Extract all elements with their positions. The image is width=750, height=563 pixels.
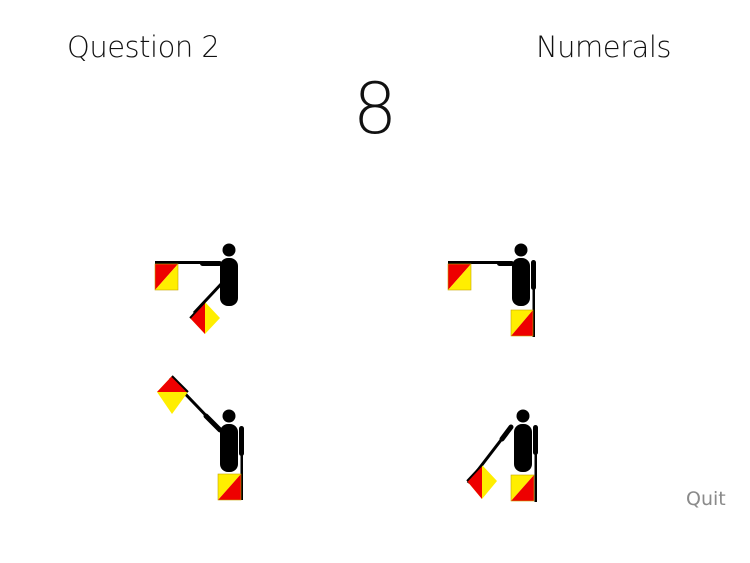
semaphore-figure-icon bbox=[466, 409, 538, 502]
category-label: Numerals bbox=[535, 30, 672, 64]
semaphore-choice-2[interactable] bbox=[445, 240, 545, 340]
target-character: 8 bbox=[352, 68, 398, 150]
semaphore-figure-icon bbox=[447, 243, 536, 337]
quit-button[interactable]: Quit bbox=[686, 488, 726, 510]
semaphore-figure-icon bbox=[154, 243, 238, 334]
semaphore-choice-1[interactable] bbox=[150, 240, 250, 340]
semaphore-choice-3[interactable] bbox=[150, 372, 250, 502]
question-label: Question 2 bbox=[67, 30, 220, 64]
semaphore-choice-4[interactable] bbox=[455, 405, 555, 505]
semaphore-figure-icon bbox=[157, 375, 244, 501]
